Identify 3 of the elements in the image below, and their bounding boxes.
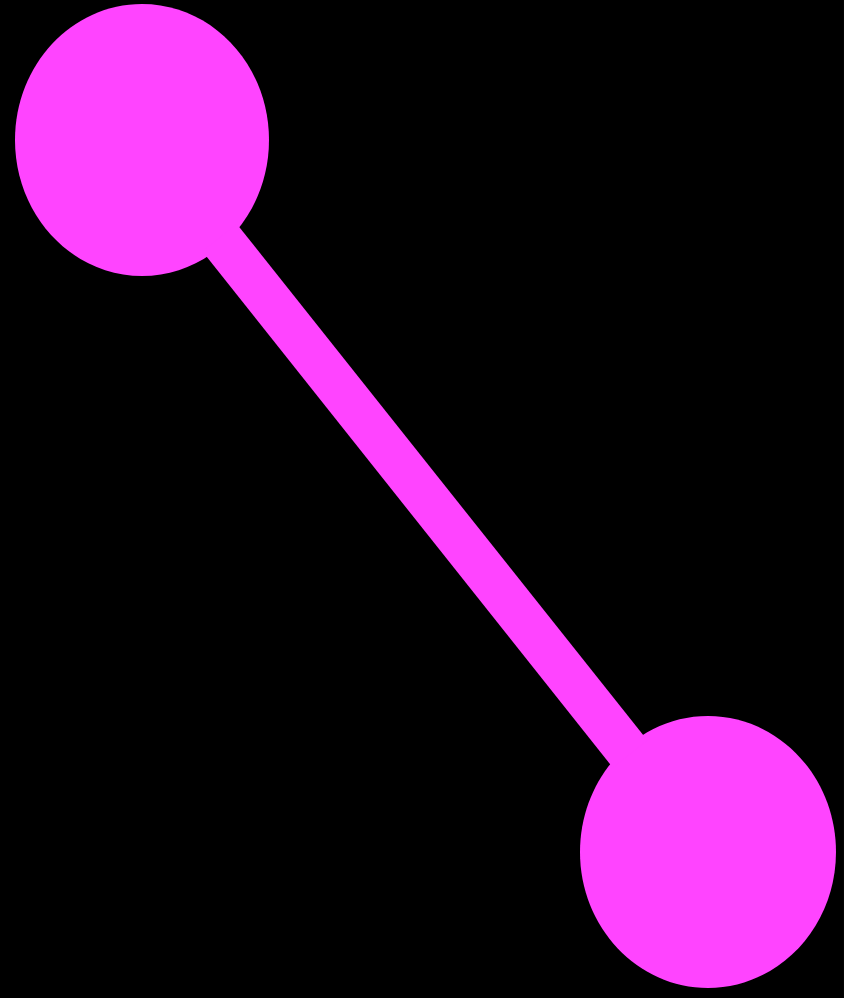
connector-line <box>202 223 648 768</box>
circle <box>15 4 269 276</box>
circle <box>580 716 836 988</box>
